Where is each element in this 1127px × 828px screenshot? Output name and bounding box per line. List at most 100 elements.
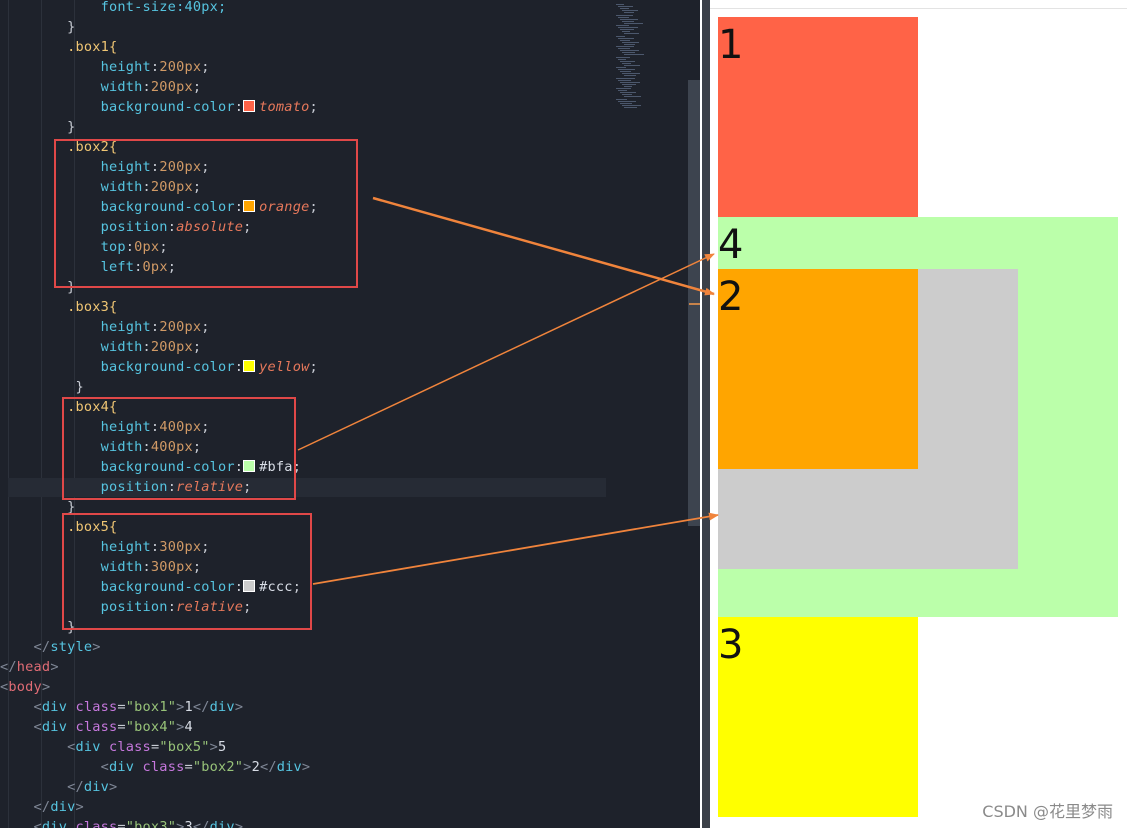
code-line[interactable]: background-color:tomato; <box>0 99 318 115</box>
code-line[interactable]: position:relative; <box>0 599 252 615</box>
minimap-line <box>622 62 631 64</box>
code-line[interactable]: <div class="box4">4 <box>0 719 193 735</box>
code-line[interactable]: <div class="box3">3</div> <box>0 819 244 828</box>
minimap-line <box>622 31 630 33</box>
code-line[interactable]: <div class="box2">2</div> <box>0 759 311 775</box>
box3-label: 3 <box>718 622 744 668</box>
minimap-line <box>616 77 635 79</box>
code-line[interactable]: } <box>0 19 76 35</box>
code-line[interactable]: .box5{ <box>0 519 118 535</box>
code-line[interactable]: </div> <box>0 799 84 815</box>
minimap-line <box>616 35 625 37</box>
minimap-line <box>618 69 635 71</box>
code-line[interactable]: } <box>0 499 76 515</box>
code-line[interactable]: <body> <box>0 679 51 695</box>
minimap[interactable] <box>610 0 688 130</box>
code-line[interactable]: .box2{ <box>0 139 118 155</box>
code-line[interactable]: } <box>0 279 76 295</box>
code-line[interactable]: background-color:#ccc; <box>0 579 302 595</box>
box2: 2 <box>718 269 918 469</box>
minimap-line <box>622 104 641 106</box>
color-swatch[interactable] <box>243 100 256 112</box>
color-swatch[interactable] <box>243 460 256 472</box>
minimap-line <box>624 33 639 35</box>
current-line-highlight <box>8 478 606 497</box>
minimap-line <box>620 8 629 10</box>
code-line[interactable]: .box4{ <box>0 399 118 415</box>
preview-top-border <box>710 8 1127 9</box>
code-line[interactable]: width:200px; <box>0 79 202 95</box>
minimap-line <box>620 60 635 62</box>
minimap-line <box>618 6 633 8</box>
code-line[interactable]: </style> <box>0 639 101 655</box>
box3: 3 <box>718 617 918 817</box>
minimap-line <box>618 79 631 81</box>
code-line[interactable]: </div> <box>0 779 118 795</box>
minimap-line <box>616 25 629 26</box>
minimap-line <box>624 75 636 77</box>
minimap-line <box>624 43 635 45</box>
minimap-line <box>622 73 640 75</box>
box2-label: 2 <box>718 274 744 320</box>
minimap-line <box>616 56 630 58</box>
box1: 1 <box>718 17 918 217</box>
code-line[interactable]: height:300px; <box>0 539 210 555</box>
code-line[interactable]: width:200px; <box>0 179 202 195</box>
minimap-line <box>616 14 633 16</box>
minimap-line <box>620 71 631 73</box>
watermark: CSDN @花里梦雨 <box>982 802 1113 821</box>
minimap-line <box>622 83 636 85</box>
code-line[interactable]: .box3{ <box>0 299 118 315</box>
minimap-line <box>618 27 638 29</box>
code-line[interactable]: height:200px; <box>0 59 210 75</box>
code-line[interactable]: top:0px; <box>0 239 168 255</box>
minimap-line <box>618 37 634 39</box>
code-line[interactable]: height:400px; <box>0 419 210 435</box>
code-line[interactable]: height:200px; <box>0 319 210 335</box>
minimap-line <box>618 16 629 18</box>
minimap-line <box>624 54 644 56</box>
code-line[interactable]: } <box>0 119 76 135</box>
minimap-line <box>624 12 634 14</box>
code-line[interactable]: } <box>0 619 76 635</box>
minimap-line <box>616 98 627 100</box>
minimap-line <box>624 64 640 66</box>
code-line[interactable]: background-color:yellow; <box>0 359 318 375</box>
code-line[interactable]: width:200px; <box>0 339 202 355</box>
browser-preview: 1 4 2 3 CSDN @花里梦雨 <box>710 0 1127 828</box>
minimap-line <box>620 39 630 41</box>
code-line[interactable]: <div class="box1">1</div> <box>0 699 244 715</box>
code-line[interactable]: background-color:orange; <box>0 199 318 215</box>
code-line[interactable]: background-color:#bfa; <box>0 459 302 475</box>
minimap-line <box>624 106 637 108</box>
minimap-line <box>618 58 626 60</box>
code-line[interactable]: position:absolute; <box>0 219 252 235</box>
code-editor[interactable]: font-size:40px; } .box1{ height:200px; w… <box>0 0 700 828</box>
box1-label: 1 <box>718 22 744 68</box>
code-line[interactable]: width:400px; <box>0 439 202 455</box>
code-line[interactable]: height:200px; <box>0 159 210 175</box>
color-swatch[interactable] <box>243 200 256 212</box>
code-line[interactable]: </head> <box>0 659 59 675</box>
minimap-line <box>622 52 635 54</box>
minimap-line <box>624 85 632 87</box>
code-line[interactable]: left:0px; <box>0 259 177 275</box>
minimap-line <box>620 92 636 94</box>
minimap-line <box>622 94 632 96</box>
minimap-line <box>618 90 627 92</box>
color-swatch[interactable] <box>243 360 256 372</box>
code-line[interactable]: .box1{ <box>0 39 118 55</box>
minimap-line <box>616 67 626 68</box>
box4-label: 4 <box>718 222 744 268</box>
code-line[interactable]: <div class="box5">5 <box>0 739 227 755</box>
code-line[interactable]: font-size:40px; <box>0 0 227 15</box>
minimap-line <box>620 18 638 20</box>
code-line[interactable]: } <box>0 379 84 395</box>
minimap-line <box>624 22 643 24</box>
split-divider[interactable] <box>702 0 710 828</box>
minimap-line <box>616 4 624 5</box>
code-line[interactable]: position:relative; <box>0 479 252 495</box>
code-line[interactable]: width:300px; <box>0 559 202 575</box>
color-swatch[interactable] <box>243 580 256 592</box>
minimap-line <box>624 96 641 98</box>
